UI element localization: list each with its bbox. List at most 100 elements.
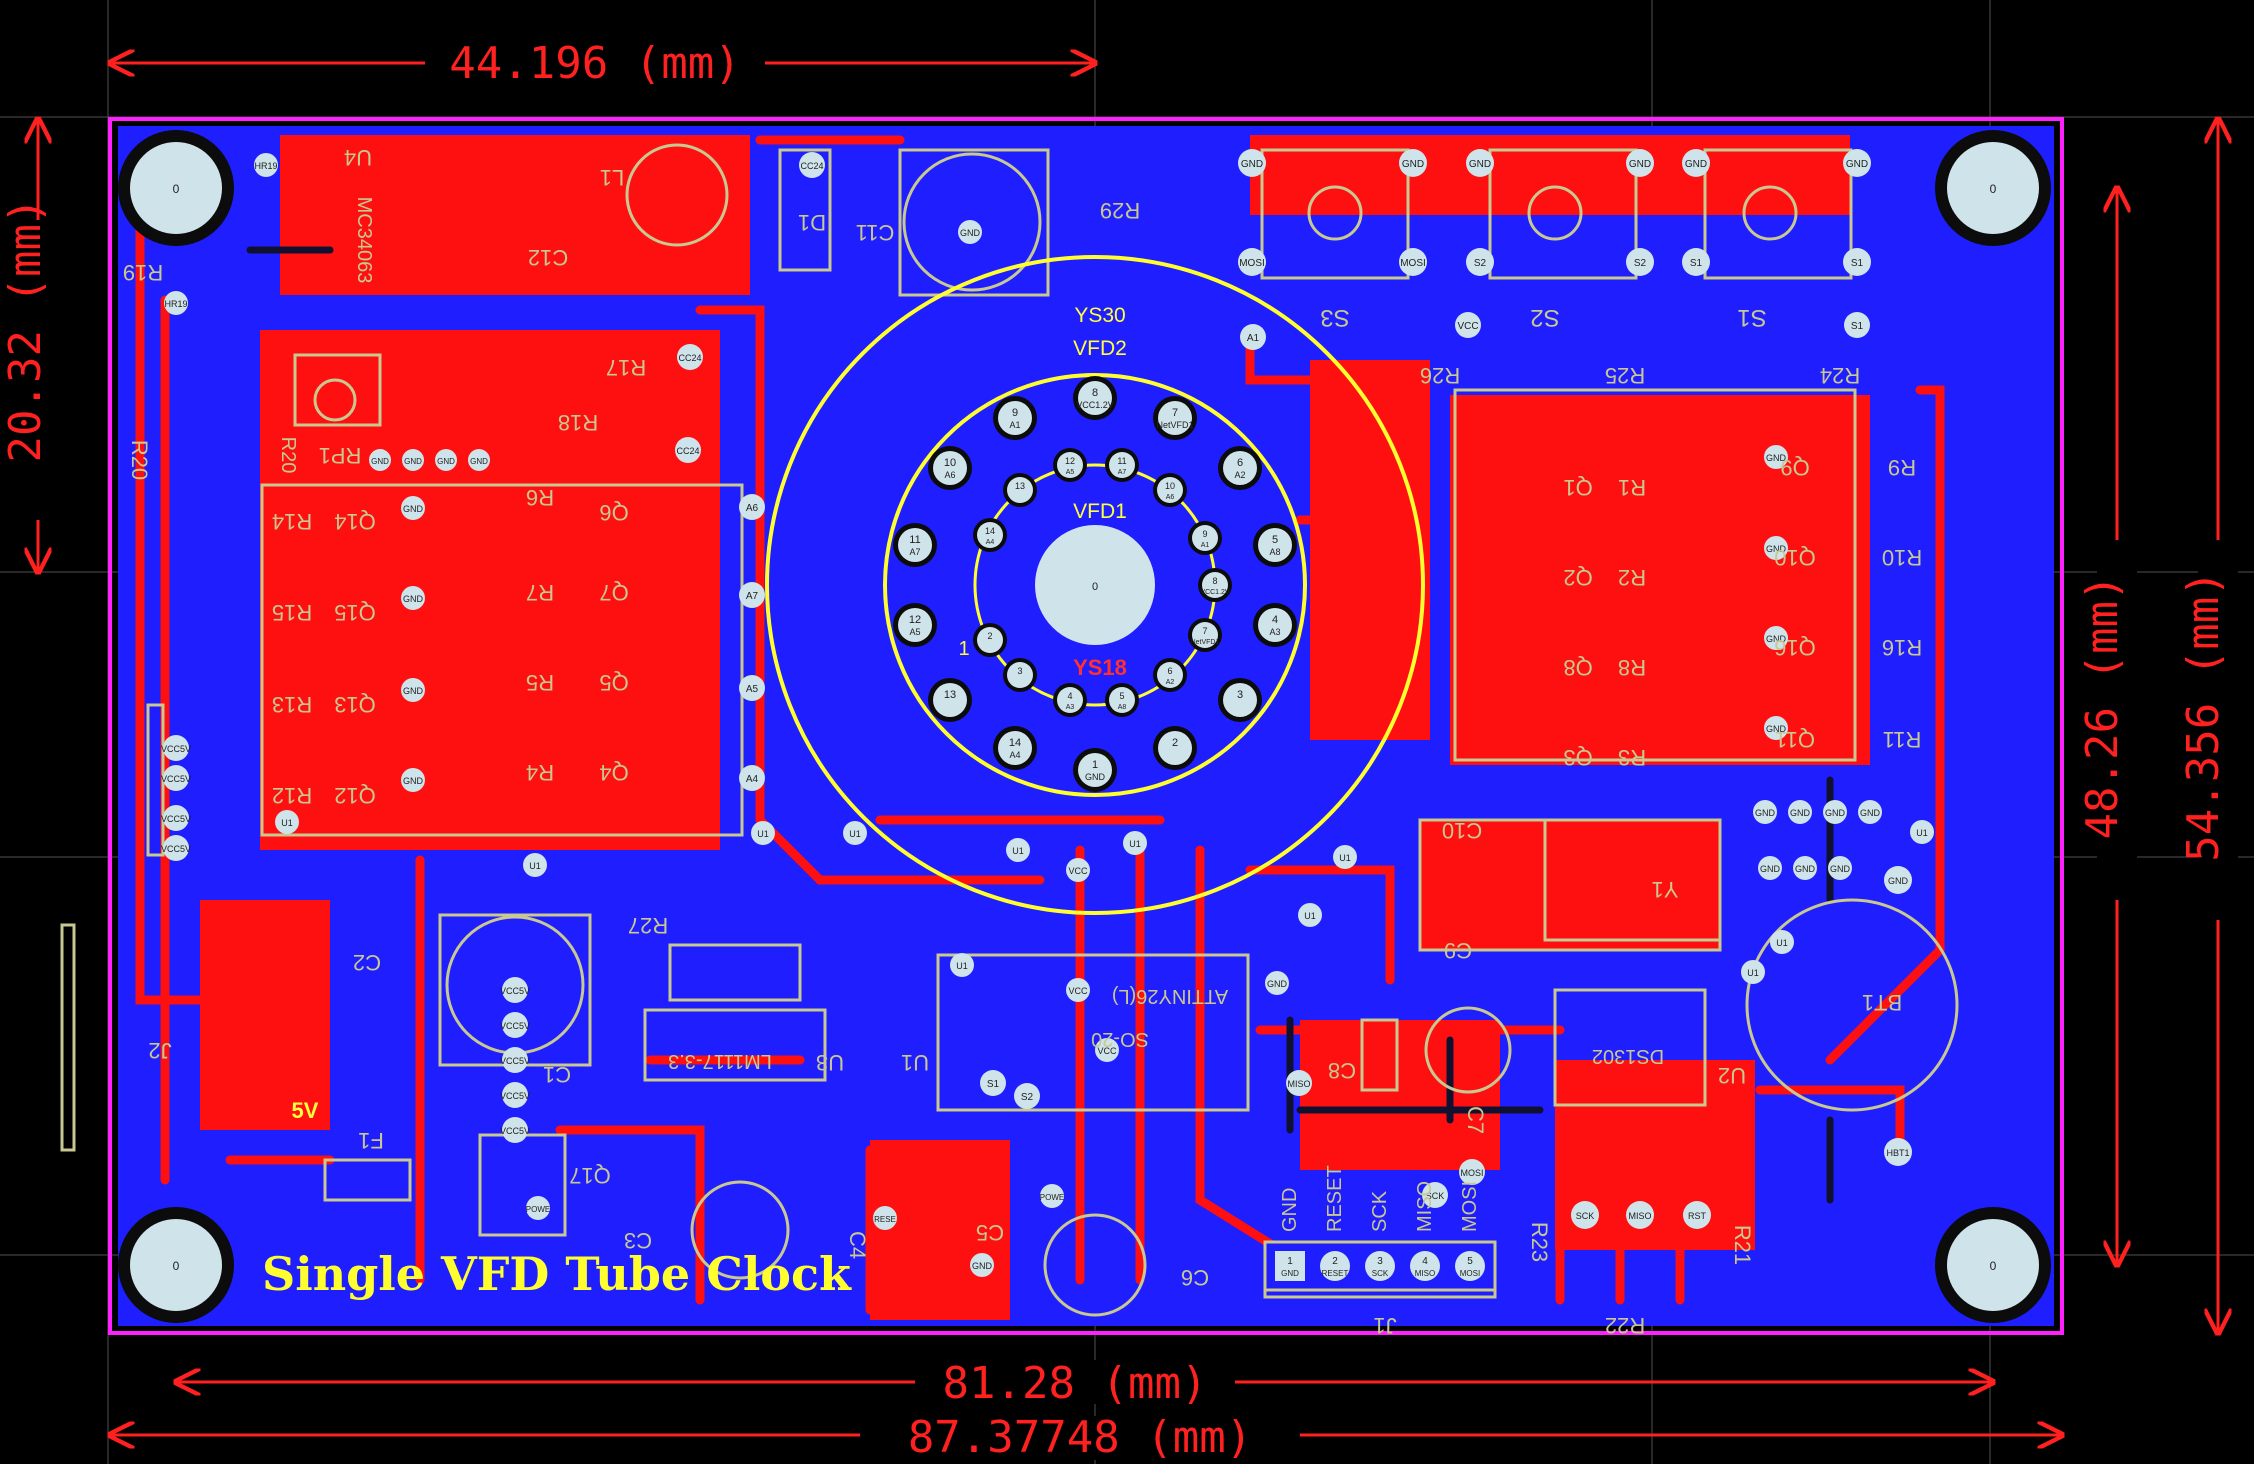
vfd-pin-number: 12 [909, 614, 921, 626]
traces-bottom-dark [246, 246, 1834, 1204]
pad-cc24: CC24 [675, 437, 701, 463]
svg-text:HR19: HR19 [254, 161, 277, 171]
label-r2: R2 [1618, 565, 1646, 590]
label-r15: R15 [272, 600, 312, 625]
label-r29: R29 [1100, 198, 1140, 223]
pad-u1: U1 [1910, 820, 1934, 844]
svg-text:VCC: VCC [1097, 1046, 1117, 1056]
svg-text:RST: RST [1688, 1211, 1707, 1221]
svg-text:MOSI: MOSI [1460, 1168, 1483, 1178]
mounting-hole: 0 [1935, 130, 2051, 246]
svg-text:GND: GND [403, 504, 424, 514]
label-rp1: RP1 [319, 443, 362, 468]
pad-a6: A6 [739, 494, 765, 520]
pad-mosi: MOSI [1238, 248, 1266, 276]
pad-gnd: GND [401, 496, 425, 520]
vfd1-pin-signal: A7 [1118, 469, 1127, 476]
label-j1: J1 [1373, 1313, 1396, 1338]
j1-pin-number: 3 [1377, 1256, 1383, 1267]
label-bt1: BT1 [1862, 990, 1902, 1015]
pad-s2: S2 [1466, 248, 1494, 276]
label-u1-part: ATTINY26(L) [1112, 985, 1228, 1007]
pad-miso: MISO [1626, 1201, 1654, 1229]
vfd1-pin-signal: A2 [1166, 679, 1175, 686]
vfd-pin: 3 [1218, 678, 1262, 722]
j1-silk-label: GND [1279, 1188, 1301, 1232]
label-c3: C3 [624, 1228, 652, 1253]
label-c10: C10 [1442, 818, 1482, 843]
svg-text:CC24: CC24 [678, 353, 701, 363]
label-q17: Q17 [569, 1163, 611, 1188]
svg-text:SCK: SCK [1426, 1191, 1445, 1201]
label-r20b: R20 [277, 437, 299, 474]
pad-gnd: GND [1858, 800, 1882, 824]
vfd1-pin-number: 6 [1167, 666, 1172, 676]
label-q15: Q15 [334, 600, 376, 625]
pad-gnd: GND [1764, 445, 1788, 469]
label-q6: Q6 [599, 500, 628, 525]
label-q7: Q7 [599, 580, 628, 605]
svg-text:GND: GND [404, 457, 422, 466]
dimension-top: 44.196 (mm) [110, 38, 1095, 89]
pad-hbt1: HBT1 [1884, 1138, 1912, 1166]
pad-s1: S1 [1843, 248, 1871, 276]
label-r12: R12 [272, 783, 312, 808]
pad-vcc: VCC [1095, 1038, 1119, 1062]
vfd-pin-number: 14 [1009, 737, 1021, 749]
svg-text:VCC5V: VCC5V [161, 814, 191, 824]
vfd1-pin-number: 10 [1165, 481, 1175, 491]
vfd1-pin-signal: A4 [986, 539, 995, 546]
pad-a7: A7 [739, 582, 765, 608]
svg-text:U1: U1 [849, 829, 861, 839]
label-r7: R7 [526, 580, 554, 605]
label-u1-pkg: SO-20 [1091, 1028, 1149, 1050]
label-r27: R27 [628, 913, 668, 938]
pad-reset: RESE [873, 1206, 897, 1230]
pad-u1: U1 [275, 810, 299, 834]
vfd-pin-signal: A7 [909, 547, 920, 557]
pad-gnd: GND [369, 449, 391, 471]
pad-vcc: VCC [1066, 858, 1090, 882]
mounting-hole: 0 [118, 1207, 234, 1323]
vfd1-pin-signal: A3 [1066, 704, 1075, 711]
vfd-pin-signal: A3 [1269, 627, 1280, 637]
vfd1-pin-signal: A5 [1066, 469, 1075, 476]
svg-text:MISO: MISO [1628, 1211, 1651, 1221]
pad-gnd: GND [1626, 149, 1654, 177]
svg-text:VCC5V: VCC5V [500, 1091, 530, 1101]
label-r24: R24 [1820, 363, 1860, 388]
j1-silk-label: RESET [1324, 1165, 1346, 1232]
svg-text:GND: GND [1795, 864, 1816, 874]
svg-text:VCC5V: VCC5V [161, 844, 191, 854]
vfd1-pin: 5A8 [1105, 683, 1139, 717]
vfd-pin-number: 7 [1172, 407, 1178, 419]
j1-pin-number: 1 [1287, 1256, 1293, 1267]
svg-text:RESE: RESE [874, 1215, 896, 1224]
svg-text:S1: S1 [1851, 258, 1864, 269]
vfd-pin-signal: GND [1085, 772, 1106, 782]
vfd-pin: 6A2 [1218, 446, 1262, 490]
pad-gnd: GND [401, 678, 425, 702]
label-u3-part: LM1117-3.3 [668, 1050, 772, 1072]
vfd1-pin-number: 7 [1202, 626, 1207, 636]
label-c7: C7 [1463, 1106, 1488, 1134]
pad-vcc5v: VCC5V [500, 1047, 530, 1073]
vfd-tube-center [1035, 525, 1155, 645]
vfd-pin-signal: A6 [944, 470, 955, 480]
pad-gnd: GND [1828, 856, 1852, 880]
vfd-pin-number: 6 [1237, 457, 1243, 469]
label-d1: D1 [798, 210, 826, 235]
dim-bottom-inner: 81.28 (mm) [943, 1358, 1208, 1409]
pad-u1: U1 [950, 953, 974, 977]
mounting-hole: 0 [118, 130, 234, 246]
svg-text:VCC5V: VCC5V [500, 1056, 530, 1066]
svg-text:POWE: POWE [1040, 1193, 1064, 1202]
label-r3: R3 [1618, 745, 1646, 770]
